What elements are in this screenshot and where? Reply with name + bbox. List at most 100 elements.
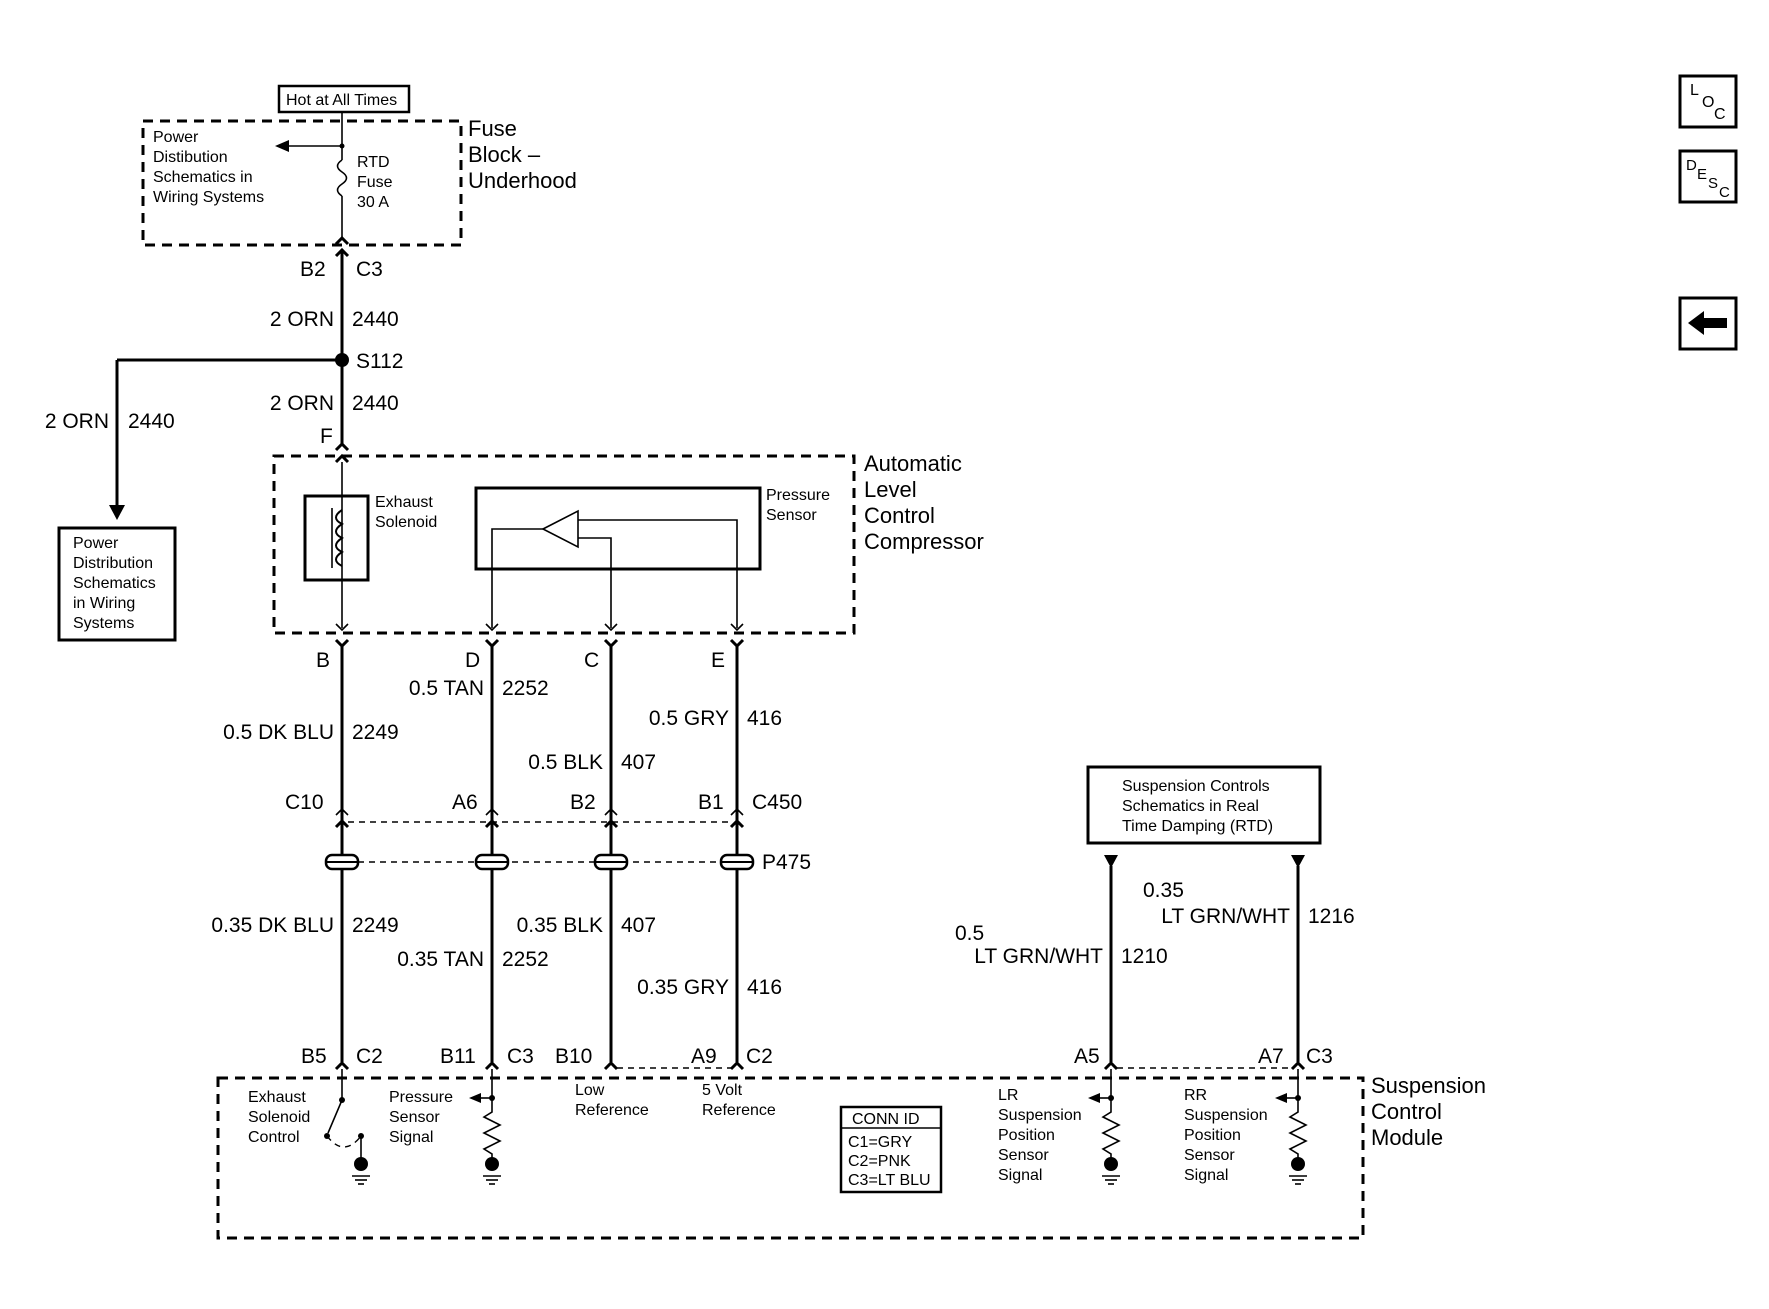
pin-label-b1: B1 xyxy=(698,791,724,814)
lr-label-2: Suspension xyxy=(998,1107,1082,1124)
loc-letter-o: O xyxy=(1702,94,1714,111)
automatic-level-control-compressor: Automatic Level Control Compressor Exhau… xyxy=(272,451,984,635)
wire-b-lower-circuit: 2249 xyxy=(352,914,399,937)
pull-up-resistor-icon xyxy=(1101,1098,1121,1160)
rtd-left-wire-circuit: 1210 xyxy=(1121,945,1168,968)
volt-ref-label-1: 5 Volt xyxy=(702,1082,743,1099)
exhaust-solenoid-label-1: Exhaust xyxy=(375,494,433,511)
wire-c-lower-circuit: 407 xyxy=(621,914,656,937)
module-name-line2: Control xyxy=(1371,1099,1442,1124)
left-arrow-icon xyxy=(1688,311,1727,335)
rr-label-5: Signal xyxy=(1184,1167,1228,1184)
pressure-sig-label-2: Sensor xyxy=(389,1109,440,1126)
lr-label-1: LR xyxy=(998,1087,1018,1104)
exhaust-solenoid-label-2: Solenoid xyxy=(375,514,437,531)
branch-ref-line1: Power xyxy=(73,535,119,552)
rtd-right-wire-color: LT GRN/WHT xyxy=(1161,905,1290,928)
upper-wire-labels: 0.5 TAN 2252 0.5 GRY 416 0.5 DK BLU 2249… xyxy=(223,677,782,774)
desc-button[interactable]: D E S C xyxy=(1678,149,1738,204)
volt-ref-label-2: Reference xyxy=(702,1102,776,1119)
branch-ref-line3: Schematics xyxy=(73,575,156,592)
wire-d-upper-color: 0.5 TAN xyxy=(409,677,484,700)
rtd-left-arrow-icon xyxy=(1104,855,1118,868)
branch-ref-line4: in Wiring xyxy=(73,595,135,612)
ground-icon xyxy=(485,1157,499,1171)
wire-2orn-bottom-circuit: 2440 xyxy=(352,392,399,415)
pass-through-p475: P475 xyxy=(324,851,811,874)
fuse-block-underhood: Hot at All Times Power Distibution Schem… xyxy=(141,84,577,281)
rr-label-2: Suspension xyxy=(1184,1107,1268,1124)
splice-s112-label: S112 xyxy=(356,350,404,373)
wire-d-upper-circuit: 2252 xyxy=(502,677,549,700)
wire-c-upper-circuit: 407 xyxy=(621,751,656,774)
hot-at-all-times-label: Hot at All Times xyxy=(286,92,397,109)
wire-b-lower-color: 0.35 DK BLU xyxy=(211,914,334,937)
pressure-sig-label-3: Signal xyxy=(389,1129,433,1146)
branch-arrow-down-icon xyxy=(109,505,125,520)
pressure-sig-label-1: Pressure xyxy=(389,1089,453,1106)
rr-label-3: Position xyxy=(1184,1127,1241,1144)
pin-label-a5: A5 xyxy=(1074,1045,1100,1068)
wire-e-lower-color: 0.35 GRY xyxy=(637,976,729,999)
fuse-block-name-line3: Underhood xyxy=(468,168,577,193)
rtd-ref-line2: Schematics in Real xyxy=(1122,798,1259,815)
exhaust-ctrl-label-3: Control xyxy=(248,1129,300,1146)
wire-2orn-top-circuit: 2440 xyxy=(352,308,399,331)
loc-letter-c: C xyxy=(1714,106,1726,123)
rtd-right-wire-size: 0.35 xyxy=(1143,879,1184,902)
pin-label-e: E xyxy=(711,649,725,672)
switch-icon xyxy=(327,1099,343,1134)
low-ref-label-2: Reference xyxy=(575,1102,649,1119)
lr-label-5: Signal xyxy=(998,1167,1042,1184)
wire-b-upper-circuit: 2249 xyxy=(352,721,399,744)
rtd-left-wire-color: LT GRN/WHT xyxy=(974,945,1103,968)
conn-id-c3: C3=LT BLU xyxy=(848,1172,931,1189)
fuse-type: Fuse xyxy=(357,174,393,191)
wire-2orn-top-color: 2 ORN xyxy=(270,308,334,331)
module-name-line3: Module xyxy=(1371,1125,1443,1150)
pin-label-c3-left: C3 xyxy=(507,1045,534,1068)
ground-icon xyxy=(1104,1157,1118,1171)
rtd-reference: Suspension Controls Schematics in Real T… xyxy=(955,765,1355,1062)
wire-e-upper-circuit: 416 xyxy=(747,707,782,730)
wire-d-lower-circuit: 2252 xyxy=(502,948,549,971)
pin-label-a6: A6 xyxy=(452,791,478,814)
fuse-name: RTD xyxy=(357,154,390,171)
back-button[interactable] xyxy=(1678,296,1738,351)
pin-label-b11: B11 xyxy=(440,1045,476,1068)
pin-label-c3-right: C3 xyxy=(1306,1045,1333,1068)
branch-ref-line2: Distribution xyxy=(73,555,153,572)
wire-b-upper-color: 0.5 DK BLU xyxy=(223,721,334,744)
wire-e-lower-circuit: 416 xyxy=(747,976,782,999)
loc-button[interactable]: L O C xyxy=(1678,74,1738,129)
conn-id-c1: C1=GRY xyxy=(848,1134,913,1151)
branch-wire-circuit: 2440 xyxy=(128,410,175,433)
conn-id-title: CONN ID xyxy=(852,1111,920,1128)
rr-label-4: Sensor xyxy=(1184,1147,1235,1164)
pin-label-c2-left: C2 xyxy=(356,1045,383,1068)
rtd-right-wire-circuit: 1216 xyxy=(1308,905,1355,928)
wire-2orn-bottom-color: 2 ORN xyxy=(270,392,334,415)
lr-label-3: Position xyxy=(998,1127,1055,1144)
compressor-terminals: B D C E xyxy=(316,623,745,672)
suspension-control-module: B5 C2 B11 C3 B10 A9 C2 A5 A7 C3 Suspensi… xyxy=(216,1045,1486,1240)
fuse-pd-ref-line3: Schematics in xyxy=(153,169,253,186)
wire-c-lower-color: 0.35 BLK xyxy=(517,914,603,937)
fuse-arrow-left-icon xyxy=(275,140,289,152)
pull-up-resistor-icon xyxy=(1288,1098,1308,1160)
desc-letter-e: E xyxy=(1697,166,1707,183)
fuse-pd-ref-line1: Power xyxy=(153,129,199,146)
pass-through-p475-label: P475 xyxy=(762,851,811,874)
rr-label-1: RR xyxy=(1184,1087,1207,1104)
exhaust-ctrl-label-1: Exhaust xyxy=(248,1089,306,1106)
pin-label-b5: B5 xyxy=(301,1045,327,1068)
exhaust-ctrl-label-2: Solenoid xyxy=(248,1109,310,1126)
pin-label-d: D xyxy=(465,649,480,672)
ground-icon xyxy=(354,1157,368,1171)
fuse-block-name-line2: Block – xyxy=(468,142,541,167)
rtd-right-arrow-icon xyxy=(1291,855,1305,868)
pressure-sensor-box xyxy=(474,486,762,571)
pin-label-c2-right: C2 xyxy=(746,1045,773,1068)
loc-letter-l: L xyxy=(1690,82,1699,99)
lr-label-4: Sensor xyxy=(998,1147,1049,1164)
